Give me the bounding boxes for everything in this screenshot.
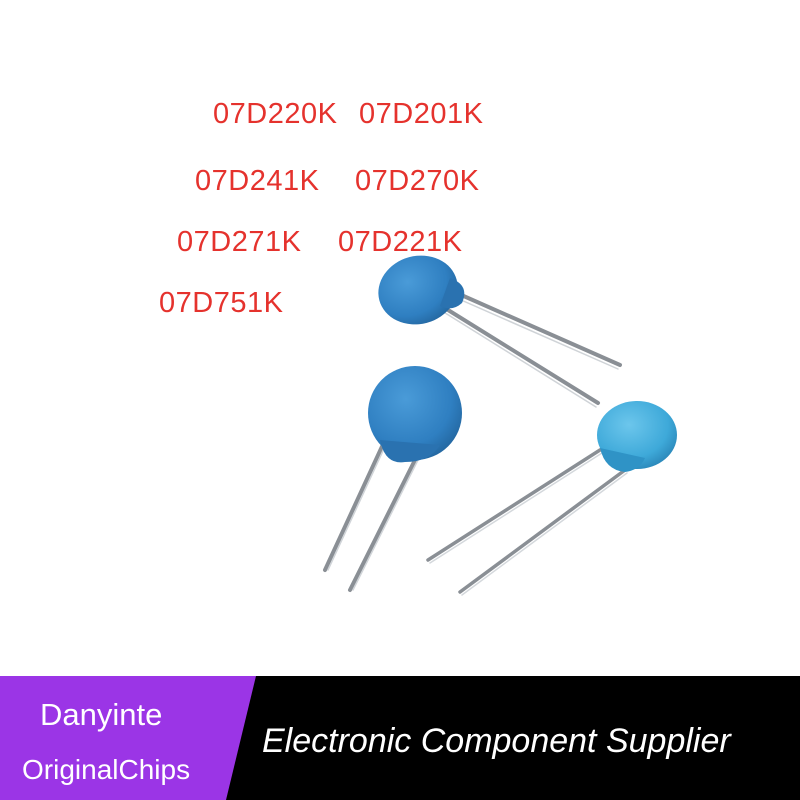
varistor-top	[378, 255, 622, 408]
varistor-photo	[323, 255, 677, 596]
part-number-label: 07D220K	[213, 98, 338, 130]
part-number-label: 07D271K	[177, 226, 302, 258]
part-number-label: 07D201K	[359, 98, 484, 130]
part-number-label: 07D241K	[195, 165, 320, 197]
banner-background	[0, 676, 800, 800]
part-number-label: 07D751K	[159, 287, 284, 319]
part-number-label: 07D221K	[338, 226, 463, 258]
brand-tagline: Electronic Component Supplier	[262, 722, 731, 760]
part-number-label: 07D270K	[355, 165, 480, 197]
varistor-large	[323, 366, 462, 592]
varistor-small	[426, 401, 677, 596]
brand-subtitle: OriginalChips	[22, 754, 191, 785]
brand-name: Danyinte	[40, 697, 163, 732]
brand-banner: Danyinte OriginalChips	[0, 676, 800, 800]
